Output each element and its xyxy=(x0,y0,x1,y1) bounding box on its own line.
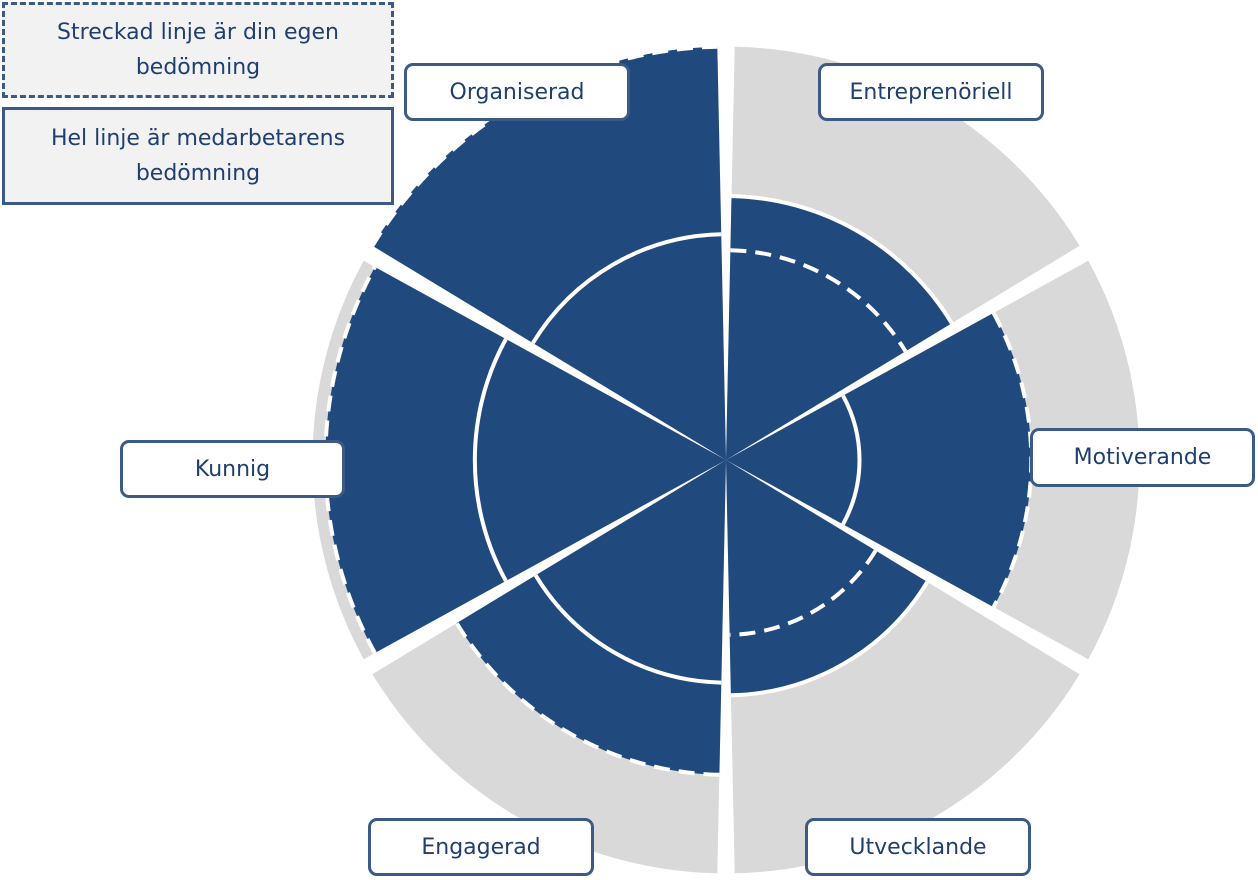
self-arc-engagerad xyxy=(454,622,720,777)
segment-label-engagerad: Engagerad xyxy=(368,818,594,876)
segment-fill-kunnig xyxy=(325,267,726,653)
segment-label-entreprenoriell: Entreprenöriell xyxy=(818,63,1044,121)
segment-label-organiserad: Organiserad xyxy=(404,63,630,121)
employee-arc-engagerad xyxy=(533,574,722,685)
employee-arc-utvecklande xyxy=(730,580,930,698)
legend-solid-line: Hel linje är medarbetarens bedömning xyxy=(2,107,394,205)
employee-arc-organiserad xyxy=(531,232,722,345)
segment-label-text: Engagerad xyxy=(421,834,541,860)
legend-dashed-line: Streckad linje är din egen bedömning xyxy=(2,2,394,98)
segment-label-text: Entreprenöriell xyxy=(849,79,1013,105)
segment-label-utvecklande: Utvecklande xyxy=(805,818,1031,876)
segment-label-text: Organiserad xyxy=(449,79,585,105)
employee-arc-entreprenoriell xyxy=(731,194,954,325)
segment-fills xyxy=(325,46,1032,775)
segment-fill-entreprenoriell xyxy=(726,196,952,460)
segment-label-kunnig: Kunnig xyxy=(120,440,345,498)
employee-arc-motiverande xyxy=(841,394,862,526)
segment-fill-engagerad xyxy=(456,460,726,775)
segment-fill-organiserad xyxy=(372,46,726,460)
segment-label-motiverande: Motiverande xyxy=(1030,428,1255,487)
segment-label-text: Kunnig xyxy=(194,456,271,482)
self-arc-entreprenoriell xyxy=(730,248,908,353)
self-arc-utvecklande xyxy=(729,549,878,637)
employee-assessment-arcs xyxy=(472,194,954,698)
legend-dashed-text: Streckad linje är din egen bedömning xyxy=(57,20,339,80)
segment-fill-utvecklande xyxy=(726,460,928,696)
segment-fill-motiverande xyxy=(726,312,1032,608)
employee-arc-kunnig xyxy=(472,338,508,582)
segment-label-text: Motiverande xyxy=(1073,445,1212,470)
segment-label-text: Utvecklande xyxy=(849,834,987,860)
legend-solid-text: Hel linje är medarbetarens bedömning xyxy=(50,126,346,186)
